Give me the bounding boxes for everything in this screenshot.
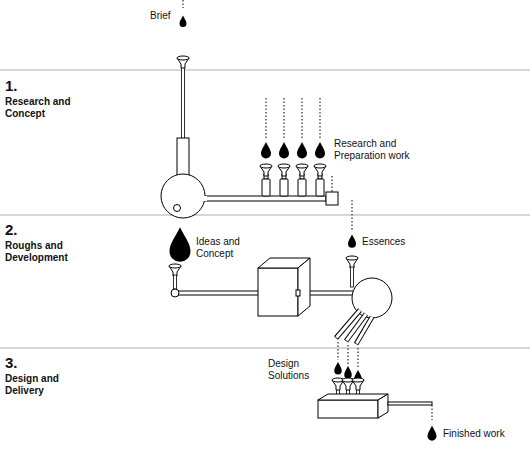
- brief-pipe: [177, 56, 189, 68]
- research-pipe: [316, 174, 324, 196]
- development-pipe: [308, 291, 354, 295]
- dotted-feed: [352, 200, 353, 230]
- output-label: Finished work: [443, 428, 505, 440]
- concept-sphere: [203, 196, 207, 201]
- delivery-manifold: [318, 394, 432, 418]
- input-label: Research and Preparation work: [334, 138, 444, 162]
- delivery-manifold: [318, 400, 378, 418]
- delivery-manifold: [388, 402, 432, 405]
- development-pipe: [171, 289, 179, 297]
- research-pipe: [200, 196, 326, 201]
- solution-tubes: [337, 310, 373, 344]
- section-heading: Roughs and Development: [5, 240, 80, 264]
- section-heading: Research and Concept: [5, 96, 80, 120]
- development-pipe: [169, 264, 181, 276]
- dotted-feed: [183, 0, 184, 8]
- section-divider: [0, 348, 530, 349]
- solution-tubes: [336, 310, 372, 344]
- drop: [344, 366, 352, 378]
- drop: [170, 15, 437, 440]
- solution-tubes: [337, 310, 361, 338]
- brief-pipe: [182, 66, 185, 140]
- solution-tubes: [336, 310, 372, 344]
- development-cube: [258, 258, 310, 316]
- dotted-feed: [183, 0, 358, 368]
- drop: [334, 362, 342, 374]
- development-cube: [296, 290, 300, 296]
- section-number: 1.: [5, 78, 18, 95]
- delivery-manifold: [318, 378, 432, 420]
- development-cube: [298, 258, 310, 316]
- solution-tubes: [347, 314, 367, 341]
- concept-sphere: [174, 205, 181, 212]
- research-pipe: [262, 174, 270, 196]
- dotted-feed: [320, 98, 321, 138]
- drop: [170, 227, 191, 262]
- research-pipe: [326, 192, 338, 205]
- delivery-manifold: [378, 394, 388, 418]
- dotted-feed: [266, 98, 267, 138]
- development-pipe: [351, 267, 354, 287]
- development-cube: [258, 268, 298, 316]
- input-label: Essences: [362, 236, 405, 248]
- drop: [297, 142, 307, 159]
- dotted-feed: [284, 98, 285, 138]
- solution-tubes: [357, 317, 373, 344]
- concept-sphere: [161, 174, 205, 218]
- delivery-manifold: [318, 394, 388, 400]
- research-pipe: [200, 164, 338, 205]
- dotted-feed: [302, 98, 303, 138]
- research-pipe: [280, 174, 288, 196]
- drop: [348, 235, 356, 248]
- research-pipe: [278, 164, 290, 176]
- concept-sphere: [161, 174, 207, 218]
- section-number: 3.: [5, 355, 18, 372]
- research-pipe: [298, 174, 306, 196]
- drop: [279, 142, 289, 159]
- input-label: Design Solutions: [268, 358, 324, 382]
- delivery-manifold: [432, 405, 433, 420]
- dotted-feed: [358, 348, 359, 368]
- dotted-feed: [338, 342, 339, 360]
- section-heading: Design and Delivery: [5, 373, 80, 397]
- research-pipe: [296, 164, 308, 176]
- dotted-feed: [332, 176, 333, 193]
- development-pipe: [346, 256, 358, 268]
- drop: [261, 142, 271, 159]
- development-pipe: [174, 275, 177, 289]
- section-divider: [0, 70, 530, 71]
- delivery-manifold: [352, 378, 364, 390]
- section-divider: [0, 215, 530, 216]
- development-pipe: [178, 291, 260, 295]
- output-label: Ideas and Concept: [196, 236, 254, 260]
- section-number: 2.: [5, 222, 18, 239]
- drop: [428, 426, 437, 441]
- research-pipe: [260, 164, 272, 176]
- section-divider: [0, 70, 530, 348]
- brief-pipe: [177, 138, 189, 178]
- research-pipe: [314, 164, 326, 176]
- brief-pipe: [177, 56, 189, 178]
- drop: [315, 142, 325, 159]
- input-label: Brief: [150, 10, 171, 22]
- dotted-feed: [348, 345, 349, 364]
- drop: [180, 15, 187, 27]
- solution-tubes: [356, 317, 372, 344]
